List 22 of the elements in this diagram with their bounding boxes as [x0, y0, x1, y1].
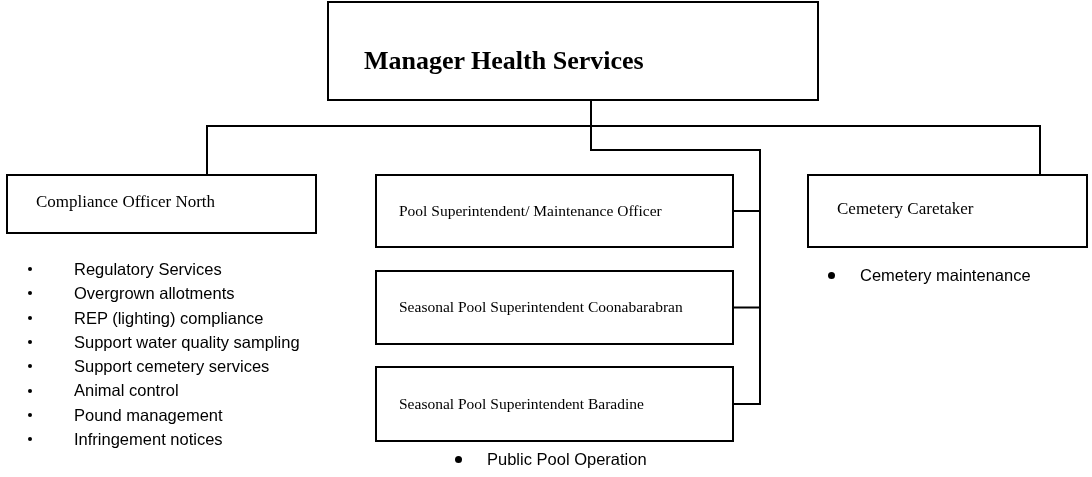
duty-item: Regulatory Services — [74, 259, 222, 280]
position-box — [327, 1, 819, 101]
duty-item: REP (lighting) compliance — [74, 307, 264, 329]
position-title: Seasonal Pool Superintendent Baradine — [399, 393, 644, 414]
position-title: Manager Health Services — [364, 45, 644, 77]
duty-item: Support water quality sampling — [74, 331, 300, 353]
position-title: Seasonal Pool Superintendent Coonabarabran — [399, 297, 683, 318]
position-box — [6, 174, 317, 234]
duty-item: Animal control — [74, 380, 179, 402]
duty-item: Cemetery maintenance — [860, 265, 1031, 286]
position-box — [375, 174, 734, 248]
duty-item: Infringement notices — [74, 429, 223, 451]
position-title: Cemetery Caretaker — [837, 197, 974, 220]
position-box — [807, 174, 1088, 248]
position-box — [375, 366, 734, 442]
position-title: Compliance Officer North — [36, 190, 216, 213]
duty-item: Pound management — [74, 404, 223, 426]
duty-item: Support cemetery services — [74, 356, 270, 378]
position-box — [375, 270, 734, 345]
position-title: Pool Superintendent/ Maintenance Officer — [399, 200, 662, 221]
duty-item: Public Pool Operation — [487, 449, 647, 470]
duty-item: Overgrown allotments — [74, 283, 235, 305]
